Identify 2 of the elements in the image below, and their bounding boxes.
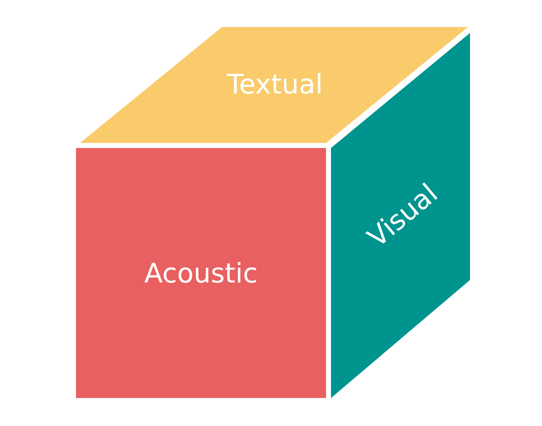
face-label: Acoustic bbox=[144, 258, 258, 290]
face-label: Textual bbox=[227, 70, 323, 100]
